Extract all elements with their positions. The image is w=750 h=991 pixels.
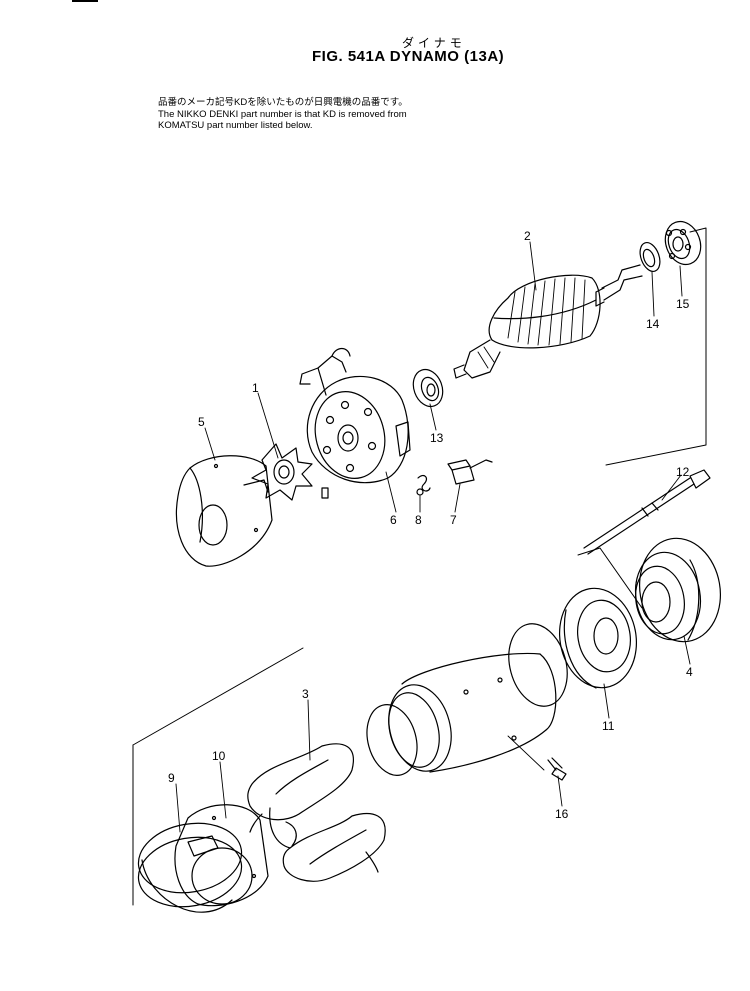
part-number-note: 品番のメーカ記号KDを除いたものが日興電機の品番です。 The NIKKO DE…	[158, 97, 408, 132]
cover-part-5	[175, 455, 273, 567]
field-coil-part-3	[247, 743, 386, 882]
yoke-housing	[388, 652, 557, 773]
rear-cover-part-4	[634, 537, 722, 643]
corner-mark	[72, 0, 98, 2]
callout-1: 1	[252, 381, 259, 395]
callout-11: 11	[602, 719, 615, 733]
note-line-2: KOMATSU part number listed below.	[158, 120, 313, 131]
callout-2: 2	[524, 229, 531, 243]
callout-9: 9	[168, 771, 175, 785]
callout-7: 7	[450, 513, 457, 527]
figure-title: FIG. 541A DYNAMO (13A)	[312, 48, 505, 65]
callout-4: 4	[686, 665, 693, 679]
band-part-10	[174, 804, 269, 907]
screw-part-16	[547, 757, 567, 781]
brush-part-7	[447, 459, 493, 485]
callout-10: 10	[212, 749, 226, 763]
callout-numbers: 1 2 3 4 5 6 7 8 9 10 11 12 13 14 15 16	[168, 229, 693, 821]
cover-band-part-9	[137, 822, 243, 913]
callout-13: 13	[430, 431, 444, 445]
bearing-part-13	[412, 368, 444, 408]
washer-part-14	[639, 241, 661, 273]
spring-part-8	[416, 474, 431, 496]
callout-16: 16	[555, 807, 569, 821]
leader-lines	[175, 241, 691, 833]
callout-15: 15	[676, 297, 690, 311]
end-frame-part-6	[299, 347, 411, 499]
callout-6: 6	[390, 513, 397, 527]
o-ring-left	[366, 704, 418, 776]
group-bracket-lines	[132, 227, 707, 906]
end-frame-part-11	[558, 587, 638, 689]
bearing-part-15	[664, 220, 702, 266]
callout-14: 14	[646, 317, 660, 331]
callout-5: 5	[198, 415, 205, 429]
callout-12: 12	[676, 465, 690, 479]
note-line-1: The NIKKO DENKI part number is that KD i…	[158, 108, 407, 120]
through-bolt-part-12	[583, 469, 711, 555]
callout-8: 8	[415, 513, 422, 527]
callout-3: 3	[302, 687, 309, 701]
note-line-jp: 品番のメーカ記号KDを除いたものが日興電機の品番です。	[158, 97, 408, 108]
armature-part-2	[453, 264, 643, 379]
o-ring-right	[508, 623, 568, 707]
title-japanese: ダイナモ	[402, 36, 466, 50]
fan-part-1	[251, 443, 313, 501]
